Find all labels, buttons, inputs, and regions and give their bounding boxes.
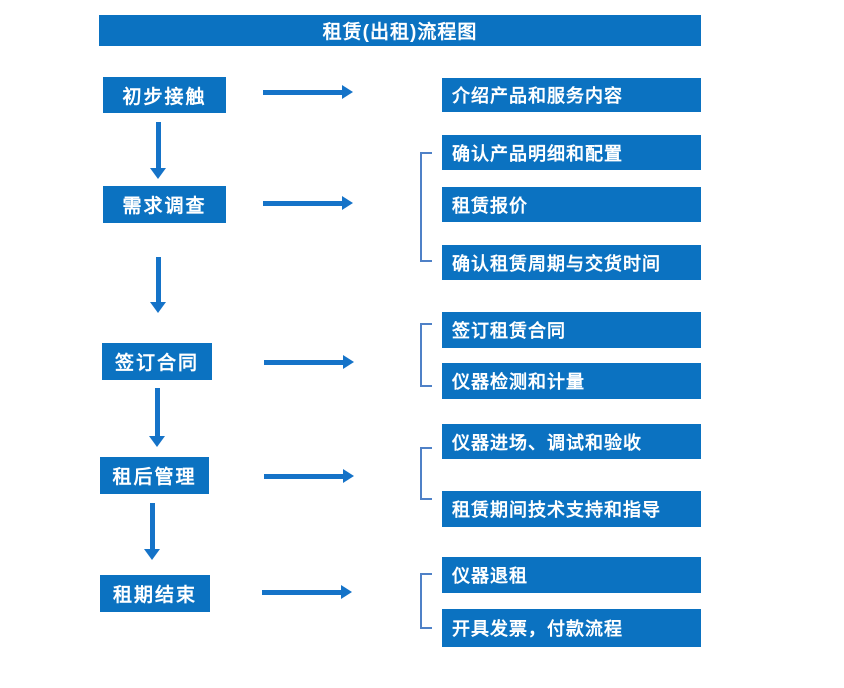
arrow-shaft (155, 122, 161, 168)
detail-box: 租赁报价 (442, 187, 701, 222)
step-box-sign-contract: 签订合同 (102, 343, 212, 380)
arrow-right-icon (263, 85, 353, 99)
step-box-initial-contact: 初步接触 (103, 77, 226, 113)
arrow-down-icon (144, 503, 160, 560)
detail-box: 签订租赁合同 (442, 312, 701, 348)
arrow-right-icon (264, 469, 354, 483)
detail-box: 确认产品明细和配置 (442, 135, 701, 170)
detail-box: 确认租赁周期与交货时间 (442, 245, 701, 280)
group-bracket (420, 152, 432, 262)
detail-box: 介绍产品和服务内容 (442, 78, 701, 112)
arrow-head (343, 355, 354, 369)
arrow-right-icon (263, 196, 353, 210)
arrow-down-icon (150, 122, 166, 179)
arrow-head (150, 168, 166, 179)
arrow-head (150, 302, 166, 313)
arrow-shaft (154, 388, 160, 436)
arrow-head (341, 585, 352, 599)
page-title: 租赁(出租)流程图 (99, 15, 701, 46)
group-bracket (420, 573, 432, 629)
arrow-head (144, 549, 160, 560)
group-bracket (420, 447, 432, 500)
arrow-head (342, 196, 353, 210)
detail-box: 开具发票，付款流程 (442, 609, 701, 647)
step-box-demand-survey: 需求调查 (103, 186, 226, 223)
detail-box: 租赁期间技术支持和指导 (442, 491, 701, 527)
arrow-head (343, 469, 354, 483)
arrow-shaft (262, 589, 341, 595)
arrow-down-icon (150, 257, 166, 313)
arrow-head (342, 85, 353, 99)
detail-box: 仪器检测和计量 (442, 363, 701, 399)
arrow-shaft (264, 473, 343, 479)
group-bracket (420, 323, 432, 387)
arrow-shaft (155, 257, 161, 302)
arrow-shaft (263, 89, 342, 95)
detail-box: 仪器进场、调试和验收 (442, 424, 701, 459)
arrow-right-icon (262, 585, 352, 599)
arrow-down-icon (149, 388, 165, 447)
step-box-post-rental-management: 租后管理 (100, 457, 209, 494)
detail-box: 仪器退租 (442, 557, 701, 593)
arrow-shaft (264, 359, 343, 365)
arrow-right-icon (264, 355, 354, 369)
step-box-rental-end: 租期结束 (100, 575, 210, 612)
arrow-shaft (149, 503, 155, 549)
arrow-head (149, 436, 165, 447)
arrow-shaft (263, 200, 342, 206)
